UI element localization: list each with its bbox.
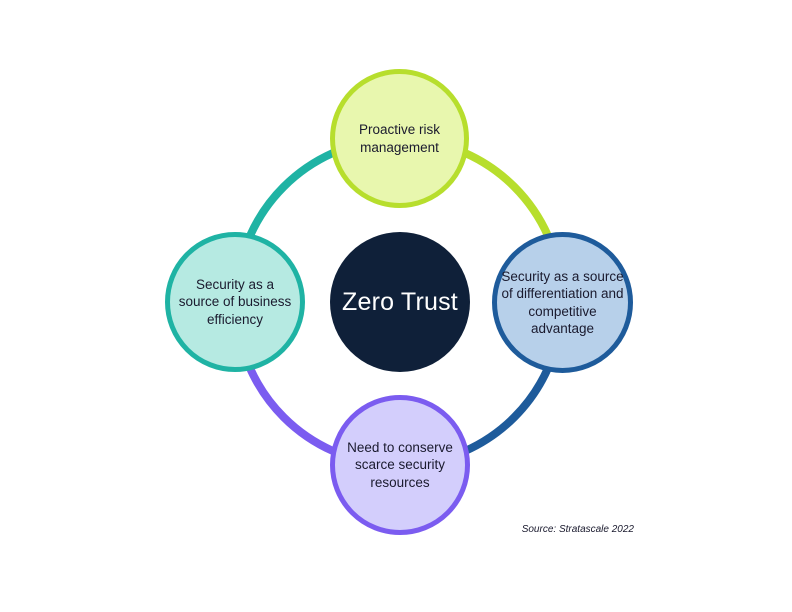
node-label-left: Security as a source of business efficie… bbox=[178, 277, 292, 327]
node-business-efficiency: Security as a source of business efficie… bbox=[165, 232, 305, 372]
source-caption: Source: Stratascale 2022 bbox=[521, 524, 634, 535]
ring-arc-left-top bbox=[246, 149, 335, 238]
center-node-zero-trust: Zero Trust bbox=[330, 232, 470, 372]
center-label: Zero Trust bbox=[342, 288, 458, 316]
node-proactive-risk-management: Proactive risk management bbox=[330, 69, 469, 208]
ring-arc-bottom-left bbox=[246, 366, 335, 455]
node-label-bottom: Need to conserve scarce security resourc… bbox=[347, 440, 453, 490]
node-label-top: Proactive risk management bbox=[358, 122, 441, 155]
node-conserve-resources: Need to conserve scarce security resourc… bbox=[330, 395, 470, 535]
node-label-right: Security as a source of differentiation … bbox=[501, 268, 624, 336]
ring-arc-right-bottom bbox=[463, 366, 552, 455]
node-differentiation-advantage: Security as a source of differentiation … bbox=[492, 232, 633, 373]
ring-arc-top-right bbox=[463, 149, 552, 238]
